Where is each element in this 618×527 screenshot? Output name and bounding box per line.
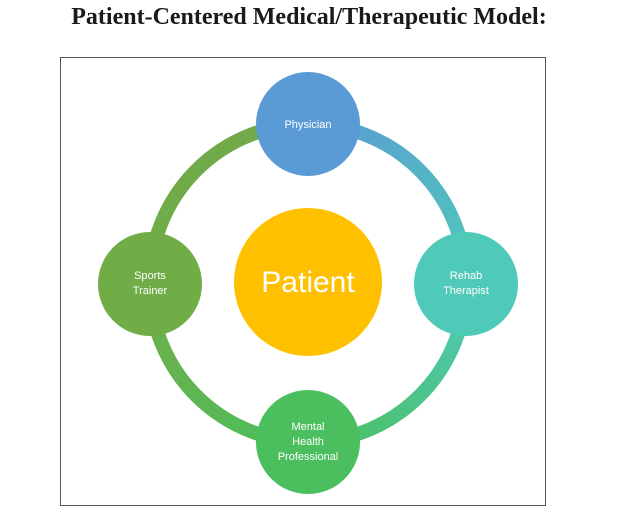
- sports-trainer-label-line-2: Trainer: [133, 285, 168, 297]
- patient-label: Patient: [261, 266, 355, 299]
- mental-health-professional-label-line-2: Health: [292, 436, 324, 448]
- rehab-therapist-node: Rehab Therapist: [414, 232, 518, 336]
- mental-health-professional-node: Mental Health Professional: [256, 390, 360, 494]
- rehab-therapist-label-line-2: Therapist: [443, 285, 489, 297]
- page-title: Patient-Centered Medical/Therapeutic Mod…: [71, 4, 547, 30]
- patient-node: Patient: [234, 208, 382, 356]
- rehab-therapist-label-line-1: Rehab: [450, 270, 482, 282]
- mental-health-professional-label-line-1: Mental: [291, 421, 324, 433]
- physician-label: Physician: [284, 119, 331, 131]
- mental-health-professional-circle: [256, 390, 360, 494]
- sports-trainer-node: Sports Trainer: [98, 232, 202, 336]
- patient-circle: [234, 208, 382, 356]
- physician-node: Physician: [256, 72, 360, 176]
- physician-circle: [256, 72, 360, 176]
- mental-health-professional-label-line-3: Professional: [278, 451, 339, 463]
- sports-trainer-label-line-1: Sports: [134, 270, 166, 282]
- rehab-therapist-circle: [414, 232, 518, 336]
- sports-trainer-circle: [98, 232, 202, 336]
